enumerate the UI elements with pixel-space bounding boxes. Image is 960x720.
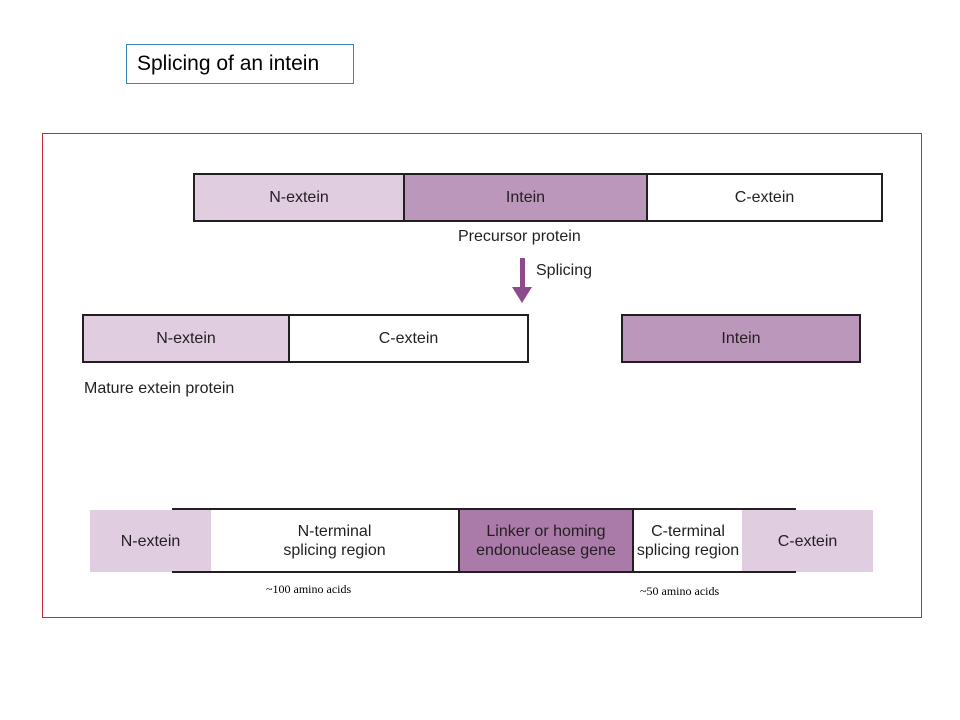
figure-frame: [42, 133, 922, 618]
free-intein: Intein: [623, 316, 859, 361]
splicing-arrow-icon: [512, 287, 532, 303]
intein-domain-bar: N-extein N-terminal splicing region Link…: [90, 510, 873, 572]
domain-c-terminal-splicing-region: C-terminal splicing region: [634, 510, 742, 572]
precursor-intein: Intein: [403, 175, 646, 220]
domain-n-extein: N-extein: [90, 510, 211, 572]
domain-bottom-rule: [172, 571, 796, 573]
mature-extein-bar: N-extein C-extein: [82, 314, 529, 363]
domain-c-extein: C-extein: [742, 510, 873, 572]
domain-linker-homing-endonuclease: Linker or homing endonuclease gene: [458, 510, 634, 572]
slide-title: Splicing of an intein: [126, 44, 354, 84]
n-region-length-label: ~100 amino acids: [266, 582, 352, 596]
domain-n-terminal-splicing-region: N-terminal splicing region: [211, 510, 458, 572]
precursor-n-extein: N-extein: [195, 175, 403, 220]
splicing-label: Splicing: [536, 262, 593, 279]
precursor-c-extein: C-extein: [646, 175, 881, 220]
c-region-length-label: ~50 amino acids: [640, 584, 720, 598]
mature-caption: Mature extein protein: [84, 380, 235, 397]
mature-c-extein: C-extein: [288, 316, 527, 361]
mature-n-extein: N-extein: [84, 316, 288, 361]
domain-top-rule: [172, 508, 796, 510]
precursor-protein-bar: N-extein Intein C-extein: [193, 173, 883, 222]
splicing-arrow-shaft: [520, 258, 525, 288]
precursor-caption: Precursor protein: [458, 228, 581, 245]
free-intein-bar: Intein: [621, 314, 861, 363]
